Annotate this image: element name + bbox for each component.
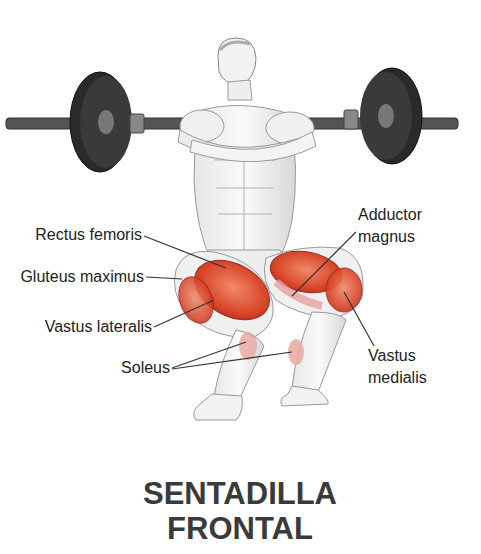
muscle-label: Soleus — [112, 357, 170, 379]
muscle-label: Vastus medialis — [368, 345, 468, 389]
muscle-label: Rectus femoris — [2, 224, 142, 246]
muscle-label: Vastus lateralis — [4, 316, 152, 338]
muscle-label: Gluteus maximus — [2, 266, 144, 288]
muscle-label: Adductor magnus — [358, 204, 468, 248]
exercise-title: SENTADILLA FRONTAL — [110, 476, 370, 546]
